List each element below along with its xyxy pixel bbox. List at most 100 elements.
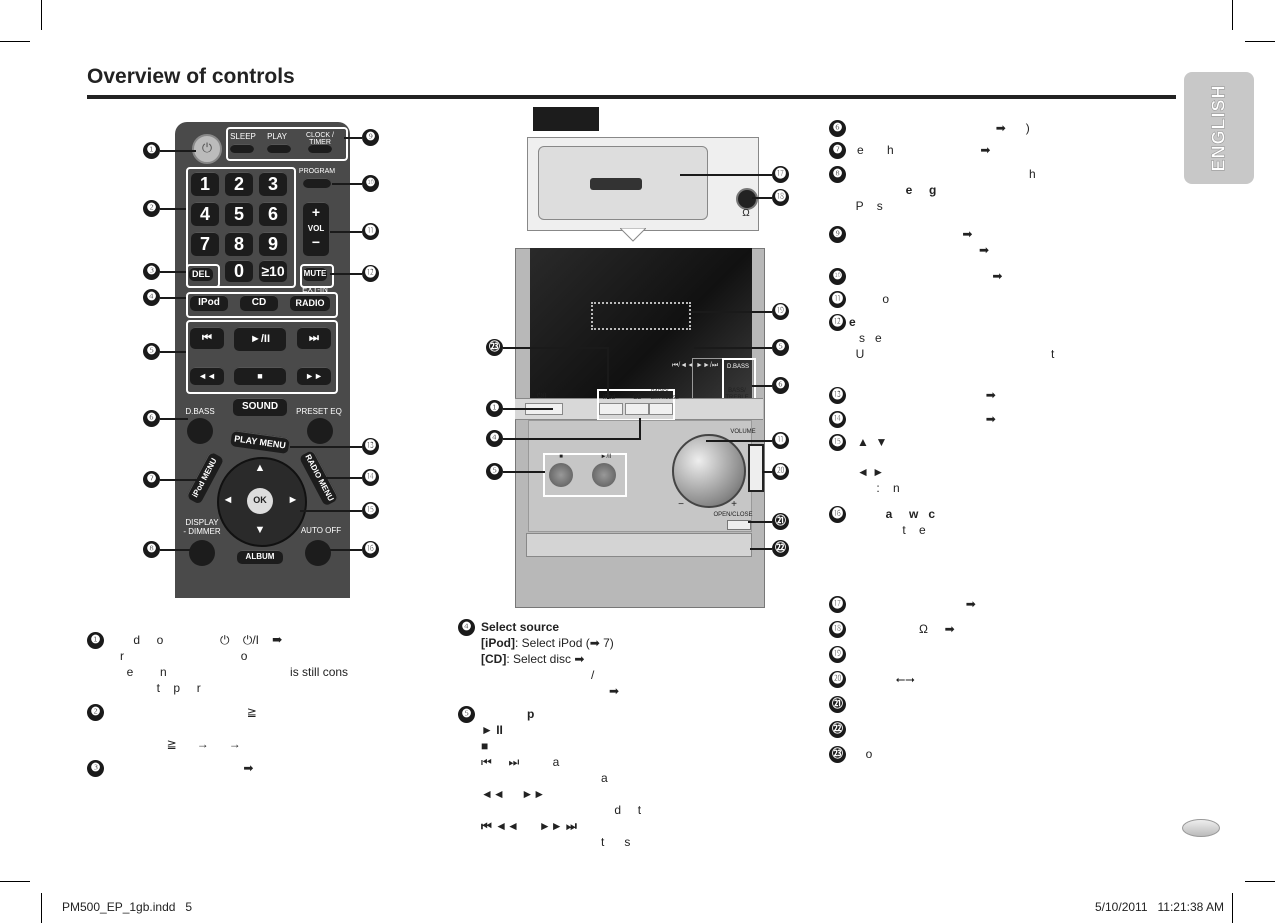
auto-off-label: AUTO OFF	[300, 526, 342, 535]
headphone-jack[interactable]	[736, 188, 758, 210]
digit-4[interactable]: 4	[191, 202, 219, 226]
power-button[interactable]: ⏻	[192, 134, 222, 164]
program-label: PROGRAM	[298, 168, 336, 175]
callout-4: ❹	[143, 289, 160, 306]
unit-cd-label: CD	[633, 395, 642, 401]
dbass-label: D.BASS	[185, 407, 215, 416]
forward-button[interactable]: ►►	[297, 367, 331, 385]
unit-play-pause-label: ►/II	[600, 454, 612, 460]
desc-callout-1: ❶	[87, 632, 104, 649]
radio-button[interactable]: RADIO	[290, 295, 330, 311]
unit-vol-plus: +	[731, 499, 737, 510]
usb-port[interactable]	[748, 444, 764, 492]
callout-1: ❶	[143, 142, 160, 159]
left-arrow-icon[interactable]: ◄	[222, 494, 234, 506]
select-source-heading: Select source	[481, 620, 560, 634]
unit-stop-button[interactable]	[549, 463, 573, 487]
sleep-button[interactable]	[230, 144, 254, 153]
digit-0[interactable]: 0	[225, 260, 253, 282]
unit-ipod-label: iPod	[603, 395, 616, 401]
digit-2[interactable]: 2	[225, 172, 253, 196]
clock-timer-label: CLOCK / TIMER	[305, 132, 334, 146]
unit-radio-label: RADIO/ EXT-IN/USB	[651, 389, 679, 401]
down-arrow-icon[interactable]: ▼	[254, 524, 266, 536]
up-arrow-icon[interactable]: ▲	[254, 462, 266, 474]
callout-17: ⓱	[772, 166, 789, 183]
callout-6: ❻	[143, 410, 160, 427]
digit-10plus[interactable]: ≥10	[259, 260, 287, 282]
callout-5b: ❺	[772, 339, 789, 356]
title-rule	[87, 95, 1176, 99]
desc-callout-5: ❺	[458, 706, 475, 723]
play-pause-button[interactable]: ►/II	[234, 327, 286, 351]
callout-9: ❾	[362, 129, 379, 146]
auto-off-button[interactable]	[305, 540, 331, 566]
callout-18: ⓲	[772, 189, 789, 206]
open-close-button[interactable]	[727, 520, 751, 530]
dock-connector	[590, 178, 642, 190]
delete-button[interactable]: DEL	[189, 267, 213, 281]
usb-icon: ⭠⭢	[849, 672, 915, 686]
callout-6b: ❻	[772, 377, 789, 394]
ipod-button[interactable]: IPod	[190, 295, 228, 311]
desc-callout-2: ❷	[87, 704, 104, 721]
skip-prev-button[interactable]: ⏮	[190, 327, 224, 349]
program-button[interactable]	[303, 178, 331, 188]
digit-1[interactable]: 1	[191, 172, 219, 196]
callout-11: ⓫	[362, 223, 379, 240]
cd-button[interactable]: CD	[240, 295, 278, 311]
callout-11b: ⓫	[772, 432, 789, 449]
ext-in-label: EXT-IN	[302, 285, 328, 294]
callout-5c: ❺	[486, 463, 503, 480]
callout-12: ⓬	[362, 265, 379, 282]
digit-6[interactable]: 6	[259, 202, 287, 226]
display-dimmer-button[interactable]	[189, 540, 215, 566]
headphone-icon: Ω	[742, 208, 750, 219]
digit-5[interactable]: 5	[225, 202, 253, 226]
callout-15: ⓯	[362, 502, 379, 519]
unit-play-pause-button[interactable]	[592, 463, 616, 487]
album-button[interactable]: ALBUM	[237, 550, 283, 564]
disc-tray	[526, 533, 752, 557]
callout-13: ⓭	[362, 438, 379, 455]
digit-8[interactable]: 8	[225, 232, 253, 256]
preset-eq-label: PRESET EQ	[296, 407, 342, 416]
sound-button[interactable]: SOUND	[233, 398, 287, 416]
digit-7[interactable]: 7	[191, 232, 219, 256]
unit-transport-box	[543, 453, 627, 497]
callout-5: ❺	[143, 343, 160, 360]
play-menu-button[interactable]: PLAY MENU	[230, 430, 290, 454]
digit-3[interactable]: 3	[259, 172, 287, 196]
unit-radio-button[interactable]	[649, 403, 673, 415]
preset-eq-button[interactable]	[307, 418, 333, 444]
callout-8: ❽	[143, 541, 160, 558]
callout-22: ㉒	[772, 540, 789, 557]
unit-ipod-button[interactable]	[599, 403, 623, 415]
right-arrow-icon[interactable]: ►	[287, 494, 299, 506]
clock-timer-button[interactable]	[308, 144, 332, 153]
unit-stop-label: ■	[559, 454, 563, 460]
digit-9[interactable]: 9	[259, 232, 287, 256]
callout-20: ⓴	[772, 463, 789, 480]
unit-cd-button[interactable]	[625, 403, 649, 415]
skip-next-button[interactable]: ⏭	[297, 327, 331, 349]
unit-skip-buttons[interactable]: ⏮/◄◄ ►►/⏭	[672, 362, 719, 369]
mute-button[interactable]: MUTE	[303, 267, 327, 281]
desc-callout-4: ❹	[458, 619, 475, 636]
stop-button[interactable]: ■	[234, 367, 286, 385]
ok-button[interactable]: OK	[247, 488, 273, 514]
volume-knob[interactable]	[672, 434, 746, 508]
unit-power-label: ⏻/I	[537, 393, 547, 400]
callout-19: ⓳	[772, 303, 789, 320]
unit-dbass-label: D.BASS	[726, 364, 749, 370]
desc-3: ➡	[110, 761, 254, 775]
dbass-button[interactable]	[187, 418, 213, 444]
unit-volume-label: VOLUME	[730, 429, 756, 435]
desc-1: d o ⏻ ⏻/I ➡ r o e n is still cons t p r	[110, 633, 349, 695]
callout-1b: ❶	[486, 400, 503, 417]
volume-rocker[interactable]: + VOL −	[303, 202, 329, 256]
rewind-button[interactable]: ◄◄	[190, 367, 224, 385]
play-timer-button[interactable]	[267, 144, 291, 153]
unit-open-close-label: OPEN/CLOSE	[713, 512, 753, 518]
